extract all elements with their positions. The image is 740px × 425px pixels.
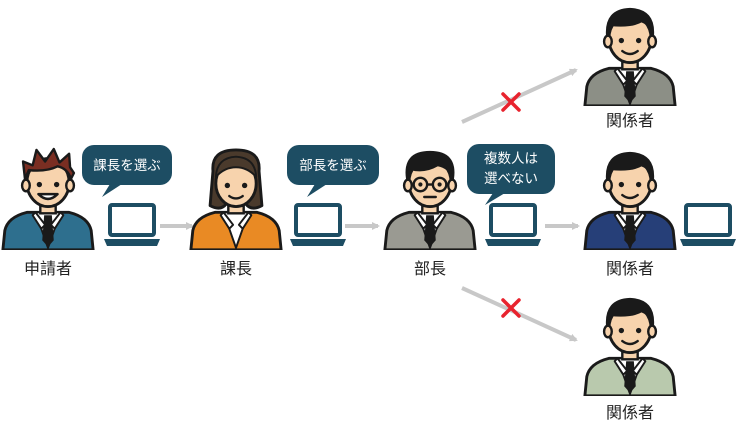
- label-section-chief: 課長: [220, 259, 252, 278]
- person-icon-department-head: [383, 150, 477, 250]
- person-icon-stakeholder-bottom: [583, 297, 677, 396]
- label-stakeholder-mid: 関係者: [606, 259, 654, 278]
- person-icon-stakeholder-mid: [583, 151, 677, 250]
- laptop-icon: [680, 203, 736, 247]
- label-stakeholder-top: 関係者: [606, 111, 654, 130]
- speech-bubble-applicant: 課長を選ぶ: [82, 145, 172, 197]
- label-department-head: 部長: [414, 259, 446, 278]
- speech-bubble-department-head: 複数人は 選べない: [467, 144, 555, 205]
- bubble-text-line-1: 複数人は: [484, 150, 538, 167]
- person-icon-stakeholder-top: [583, 7, 677, 106]
- bubble-text: 課長を選ぶ: [93, 158, 161, 174]
- person-icon-applicant: [1, 147, 95, 250]
- bubble-text: 部長を選ぶ: [299, 158, 367, 174]
- laptop-icon: [290, 203, 346, 247]
- label-applicant: 申請者: [24, 259, 72, 278]
- laptop-icon: [485, 203, 541, 247]
- cross-icon: [501, 92, 521, 112]
- cross-icon: [501, 298, 521, 318]
- bubble-text-line-2: 選べない: [484, 171, 538, 187]
- label-stakeholder-bottom: 関係者: [606, 403, 654, 422]
- laptop-icon: [104, 203, 160, 247]
- speech-bubble-section-chief: 部長を選ぶ: [287, 145, 379, 197]
- person-icon-section-chief: [189, 148, 283, 250]
